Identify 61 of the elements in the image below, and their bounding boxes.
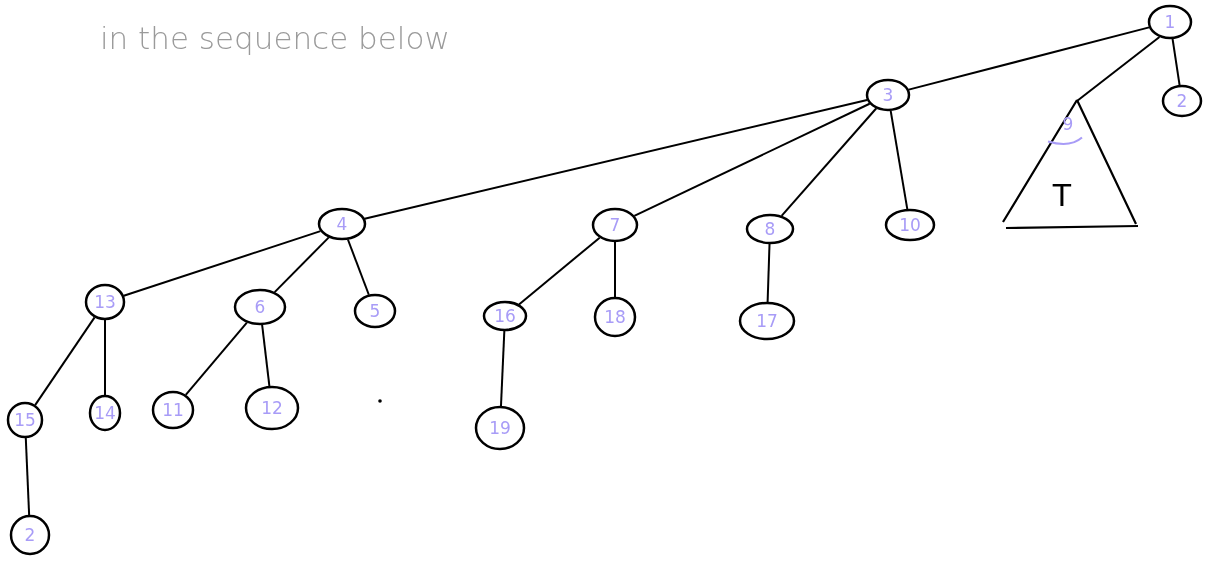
node-number: 1 [1164,13,1176,31]
node-number: 7 [609,216,621,234]
node-number: 4 [336,215,348,233]
tree-node [152,391,194,429]
tree-edge [1171,37,1181,87]
node-number: 2 [1176,92,1188,110]
node-number: 16 [494,307,516,325]
tree-edge [363,98,869,220]
tree-node [89,395,121,431]
tree-node [318,208,366,240]
tree-edge [104,319,106,396]
tree-edge [780,107,878,217]
tree-node [483,301,527,331]
tree-node [234,289,286,325]
node-number: 14 [94,404,116,422]
node-number: 19 [489,419,511,437]
node-number: 17 [756,312,778,330]
tree-edge [34,316,96,407]
node-number: 5 [369,302,381,320]
tree-node [746,214,794,244]
tree-edge [889,109,909,211]
tree-node [354,294,396,328]
tree-node [739,302,795,340]
tree-edge [261,323,271,388]
tree-edge [24,437,31,516]
node-number: 11 [162,401,184,419]
node-number: 15 [14,411,36,429]
node-number: 18 [604,308,626,326]
tree-edge [122,230,322,297]
note-text: in the sequence below [100,20,450,56]
node-number: 13 [94,293,116,311]
tree-node [866,79,910,111]
node-number: 6 [254,298,266,316]
tree-node [475,406,525,450]
tree-edge [518,236,601,306]
tree-edge [766,243,771,303]
tree-edge [907,26,1151,91]
tree-edge [633,102,871,217]
tree-node [1148,5,1192,39]
tree-node [10,515,50,555]
tree-edge [346,238,370,296]
tree-node [594,297,636,337]
node-number: 9 [1061,114,1075,135]
subtree-label: T [1051,177,1073,214]
tree-edge [614,241,616,298]
tree-node [7,402,43,438]
node-number: 12 [261,399,283,417]
tree-node [885,209,935,241]
tree-edge [500,330,506,407]
node-number: 2 [24,526,36,544]
tree-edge [184,321,248,396]
tree-node [85,284,125,320]
tree-edge [1076,35,1161,102]
node-number: 10 [899,216,921,234]
tree-node [245,386,299,430]
tree-node [1162,85,1202,117]
tree-edge [273,236,330,294]
tree-node [592,208,638,242]
node-number: 3 [882,86,894,104]
node-number: 8 [764,220,776,238]
subtree-triangle [1000,98,1140,230]
